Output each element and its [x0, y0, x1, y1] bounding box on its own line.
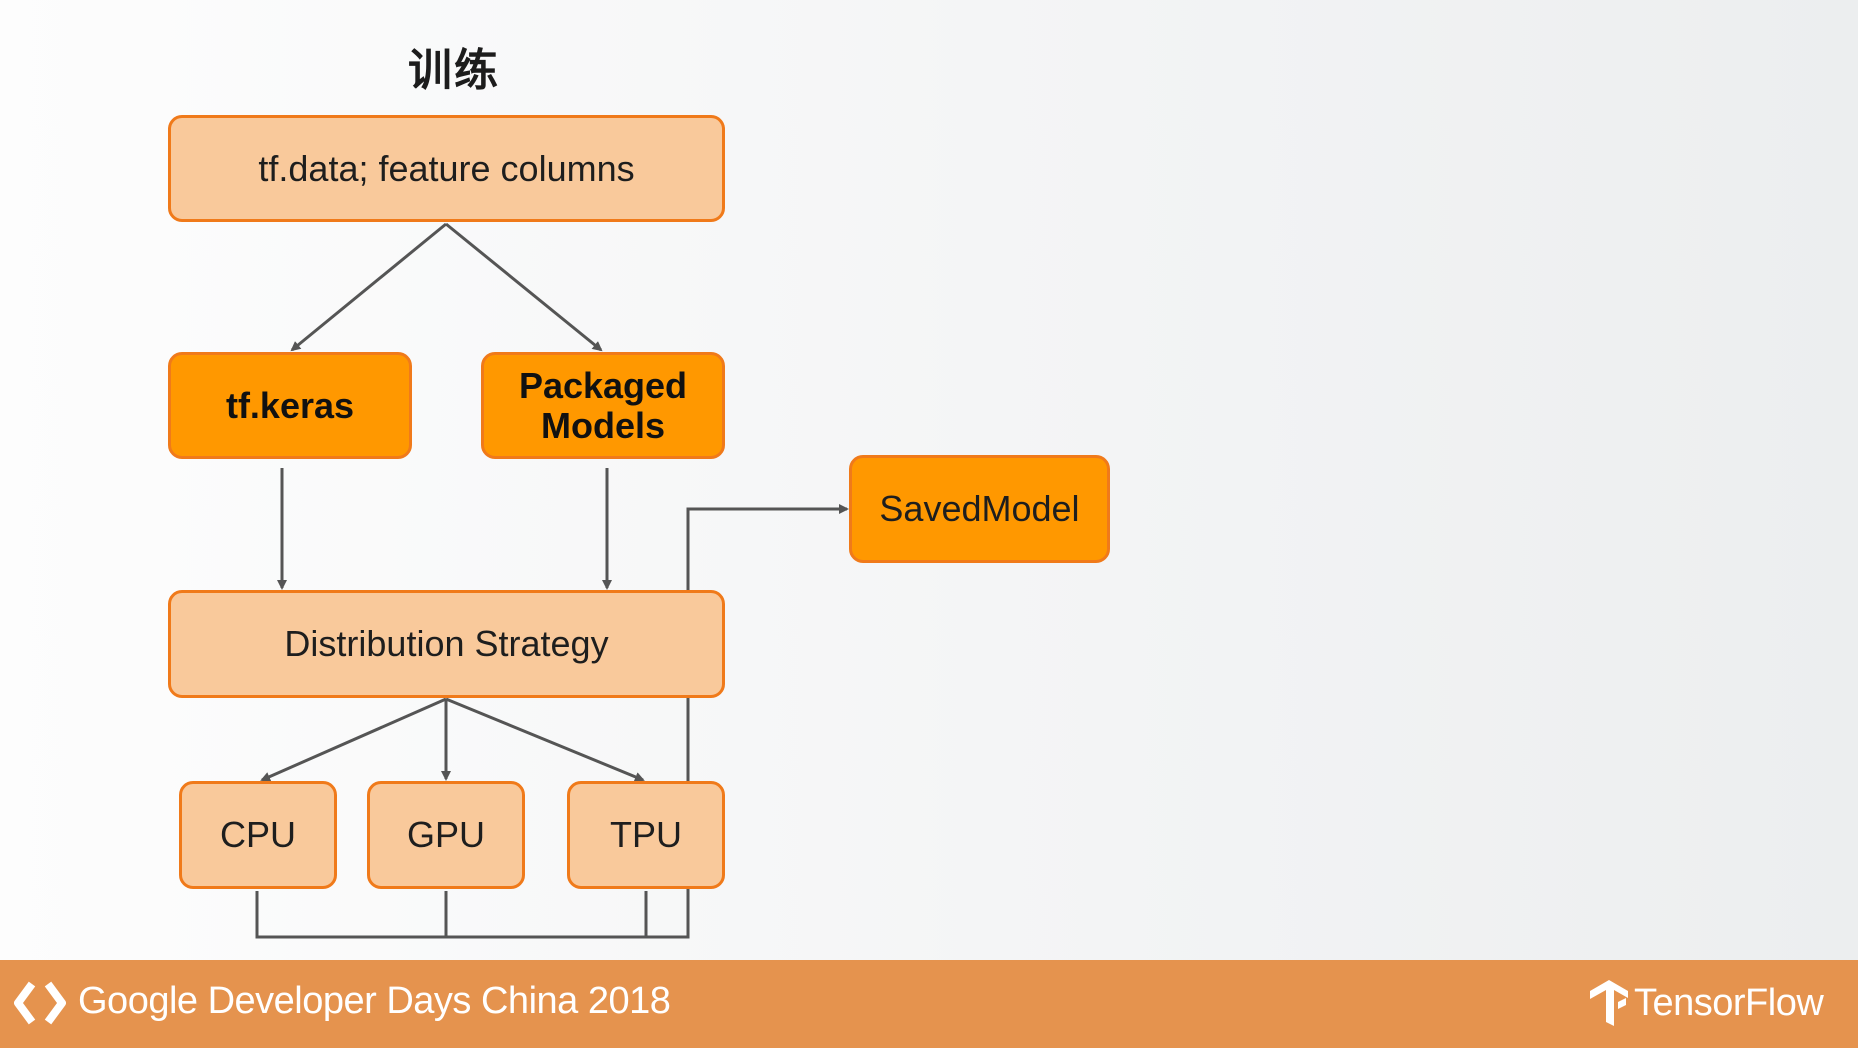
- arrow-data-to-packaged: [445, 222, 603, 352]
- node-cpu: CPU: [179, 781, 337, 889]
- arrow-dist-to-cpu: [260, 697, 447, 782]
- node-tpu: TPU: [567, 781, 725, 889]
- footer-event-text: Google Developer Days China 2018: [78, 980, 671, 1022]
- node-tf-keras-label: tf.keras: [225, 384, 355, 426]
- footer-bar: Google Developer Days China 2018 TensorF…: [0, 960, 1858, 1048]
- footer-brand-text: TensorFlow: [1634, 982, 1824, 1024]
- node-cpu-label: CPU: [219, 814, 296, 856]
- node-packaged-models-line2: Models: [540, 404, 665, 446]
- arrow-dist-to-tpu: [445, 697, 645, 782]
- node-gpu-label: GPU: [406, 814, 485, 856]
- node-saved-model-label: SavedModel: [879, 488, 1080, 530]
- node-packaged-models: Packaged Models: [481, 352, 725, 459]
- arrow-data-to-keras: [290, 222, 447, 352]
- node-tf-data: tf.data; feature columns: [168, 115, 725, 222]
- node-tf-data-label: tf.data; feature columns: [258, 147, 635, 189]
- node-saved-model: SavedModel: [849, 455, 1110, 563]
- node-tpu-label: TPU: [610, 814, 682, 856]
- bottom-collector-line: [255, 504, 849, 939]
- slide-title: 训练: [408, 45, 500, 96]
- node-tf-keras: tf.keras: [168, 352, 412, 459]
- gdd-brackets-icon: [14, 981, 66, 1025]
- node-distribution-strategy: Distribution Strategy: [168, 590, 725, 698]
- node-distribution-strategy-label: Distribution Strategy: [284, 623, 609, 665]
- node-gpu: GPU: [367, 781, 525, 889]
- tensorflow-logo-icon: [1590, 980, 1628, 1026]
- node-packaged-models-line1: Packaged: [518, 364, 688, 406]
